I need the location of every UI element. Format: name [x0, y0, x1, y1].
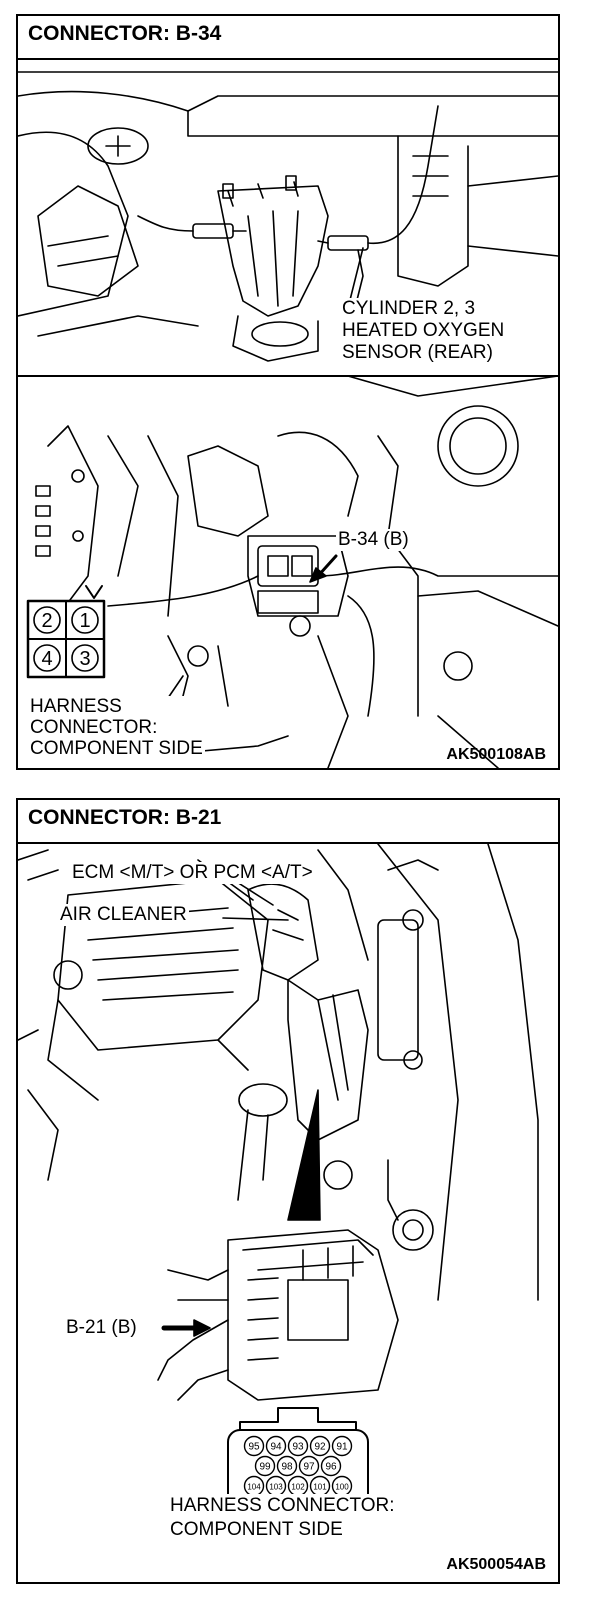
- pin-circle: [320, 1455, 342, 1477]
- figure-code: AK500054AB: [446, 1556, 546, 1573]
- sensor-label: CYLINDER 2, 3 HEATED OXYGEN SENSOR (REAR…: [340, 298, 507, 364]
- pin-label: 97: [303, 1462, 315, 1473]
- pin-label: 101: [313, 1483, 327, 1492]
- connector-callout: B-21 (B): [64, 1317, 139, 1339]
- pin-circle: [298, 1455, 320, 1477]
- air-cleaner-label: AIR CLEANER: [58, 904, 189, 926]
- pin-label: 2: [41, 610, 52, 632]
- pin-label: 98: [281, 1462, 293, 1473]
- pin-label: 3: [79, 648, 90, 670]
- panel-title: CONNECTOR: B-34: [28, 22, 222, 45]
- harness-label-line: CONNECTOR:: [30, 717, 158, 738]
- pin-circle: [265, 1435, 287, 1457]
- pin-circle: [331, 1435, 353, 1457]
- harness-label-line: COMPONENT SIDE: [30, 738, 203, 759]
- pin-circle: [309, 1435, 331, 1457]
- panel-header: CONNECTOR: B-34: [18, 16, 558, 60]
- harness-label-line: HARNESS CONNECTOR:: [170, 1495, 395, 1516]
- pin-label: 99: [259, 1462, 271, 1473]
- pin-label: 91: [336, 1442, 348, 1453]
- connector-callout: B-34 (B): [336, 529, 411, 551]
- harness-label: HARNESS CONNECTOR: COMPONENT SIDE: [28, 696, 205, 759]
- pin-label: 104: [247, 1483, 261, 1492]
- pin-label: 4: [41, 648, 52, 670]
- harness-label-line: COMPONENT SIDE: [170, 1519, 343, 1540]
- pin-label: 96: [325, 1462, 337, 1473]
- engine-bay-illustration: [18, 71, 558, 768]
- ecm-label: ECM <M/T> OR PCM <A/T>: [70, 862, 315, 884]
- b34-pin-numbers: 2 1 4 3: [41, 610, 90, 670]
- pin-label: 93: [292, 1442, 304, 1453]
- pin-circle: [254, 1455, 276, 1477]
- connector-b34-panel: CONNECTOR: B-34: [16, 14, 560, 770]
- sensor-label-line: HEATED OXYGEN: [342, 320, 505, 341]
- pin-label: 1: [79, 610, 90, 632]
- pin-circle: [243, 1435, 265, 1457]
- harness-label: HARNESS CONNECTOR: COMPONENT SIDE: [168, 1494, 397, 1542]
- panel-title: CONNECTOR: B-21: [28, 806, 222, 829]
- pin-circle: [287, 1435, 309, 1457]
- pin-label: 95: [248, 1442, 260, 1453]
- pin-label: 100: [335, 1483, 349, 1492]
- pin-label: 103: [269, 1483, 283, 1492]
- harness-label-line: HARNESS: [30, 696, 122, 717]
- figure-code: AK500108AB: [446, 746, 546, 763]
- sensor-label-line: CYLINDER 2, 3: [342, 298, 476, 319]
- connector-b21-panel: CONNECTOR: B-21: [16, 798, 560, 1584]
- pin-circle: [276, 1455, 298, 1477]
- pin-label: 92: [314, 1442, 326, 1453]
- panel-header: CONNECTOR: B-21: [18, 800, 558, 844]
- sensor-label-line: SENSOR (REAR): [342, 342, 493, 363]
- pin-label: 94: [270, 1442, 282, 1453]
- pin-label: 102: [291, 1483, 305, 1492]
